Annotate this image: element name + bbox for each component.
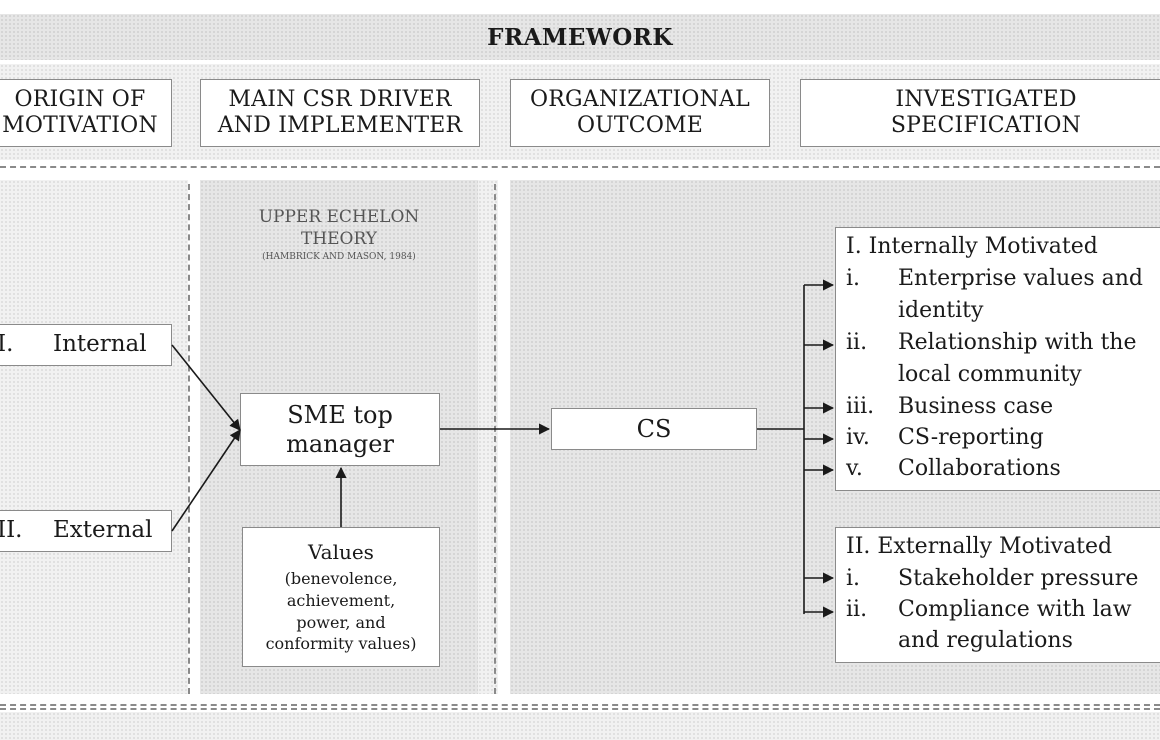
dashed-separator-bottom (0, 704, 1160, 706)
external-numeral: II. (0, 517, 23, 544)
header-origin-of-motivation: ORIGIN OF MOTIVATION (0, 79, 172, 147)
header-main-csr-driver: MAIN CSR DRIVER AND IMPLEMENTER (200, 79, 480, 147)
internal-label: Internal (53, 331, 147, 358)
sme-top-manager-box: SME top manager (240, 393, 440, 466)
outcome-panel-gap (478, 180, 498, 694)
ext-item-1-line1: Stakeholder pressure (898, 566, 1139, 591)
ext-item-2-line2: and regulations (898, 628, 1073, 653)
dashed-divider-right (494, 184, 496, 694)
int-item-1-line2: identity (898, 298, 984, 323)
theory-line1: UPPER ECHELON (258, 207, 420, 227)
int-item-5-numeral: v. (846, 456, 863, 481)
upper-echelon-theory-label: UPPER ECHELON THEORY (HAMBRICK AND MASON… (200, 206, 478, 264)
header-driver-line2: AND IMPLEMENTER (217, 113, 463, 138)
manager-line1: SME top (287, 400, 393, 429)
ext-item-2-line1: Compliance with law (898, 597, 1132, 622)
header-organizational-outcome: ORGANIZATIONAL OUTCOME (510, 79, 770, 147)
int-item-2-numeral: ii. (846, 330, 868, 355)
values-line-1: (benevolence, (284, 569, 398, 589)
framework-header-bar (0, 14, 1160, 60)
header-outcome-line2: OUTCOME (576, 113, 704, 138)
dashed-separator-top (0, 166, 1160, 168)
arrow-external-to-manager (171, 429, 241, 532)
bottom-band (0, 712, 1160, 740)
cs-outcome-box: CS (551, 408, 757, 450)
internally-motivated-box: I. Internally Motivated i. Enterprise va… (835, 227, 1160, 491)
origin-column-panel (0, 180, 188, 694)
values-line-3: power, and (296, 612, 386, 632)
int-item-3-numeral: iii. (846, 394, 875, 419)
values-box: Values (benevolence, achievement, power,… (242, 527, 440, 667)
externally-motivated-box: II. Externally Motivated i. Stakeholder … (835, 527, 1160, 663)
header-investigated-specification: INVESTIGATED SPECIFICATION (800, 79, 1160, 147)
ext-item-1-numeral: i. (846, 566, 861, 591)
framework-title: FRAMEWORK (487, 23, 673, 51)
arrow-internal-to-manager (171, 344, 241, 431)
theory-line2: THEORY (300, 229, 377, 250)
header-spec-line2: SPECIFICATION (890, 113, 1082, 138)
int-item-2-line1: Relationship with the (898, 330, 1137, 355)
int-item-1-numeral: i. (846, 266, 861, 291)
origin-external-box: II. External (0, 510, 172, 552)
values-line-4: conformity values) (265, 634, 417, 654)
values-line-2: achievement, (286, 590, 396, 610)
values-title: Values (308, 540, 374, 565)
int-item-4-numeral: iv. (846, 425, 870, 450)
header-driver-line1: MAIN CSR DRIVER (228, 86, 452, 112)
theory-citation: (HAMBRICK AND MASON, 1984) (262, 252, 416, 263)
int-item-4-line1: CS-reporting (898, 425, 1044, 450)
internally-motivated-title: I. Internally Motivated (846, 234, 1098, 259)
dashed-separator-bottom-2 (0, 708, 1160, 710)
header-origin-line1: ORIGIN OF (14, 86, 146, 112)
cs-label: CS (636, 414, 672, 443)
origin-internal-box: I. Internal (0, 324, 172, 366)
external-label: External (53, 517, 153, 544)
internal-numeral: I. (0, 331, 14, 358)
int-item-3-line1: Business case (898, 394, 1054, 419)
externally-motivated-title: II. Externally Motivated (846, 534, 1113, 559)
header-spec-line1: INVESTIGATED (895, 86, 1077, 112)
int-item-2-line2: local community (898, 362, 1082, 387)
header-origin-line2: MOTIVATION (2, 113, 158, 138)
header-outcome-line1: ORGANIZATIONAL (530, 86, 750, 112)
int-item-1-line1: Enterprise values and (898, 266, 1143, 291)
dashed-divider-left (188, 184, 190, 694)
int-item-5-line1: Collaborations (898, 456, 1061, 481)
ext-item-2-numeral: ii. (846, 597, 868, 622)
manager-line2: manager (286, 429, 394, 458)
